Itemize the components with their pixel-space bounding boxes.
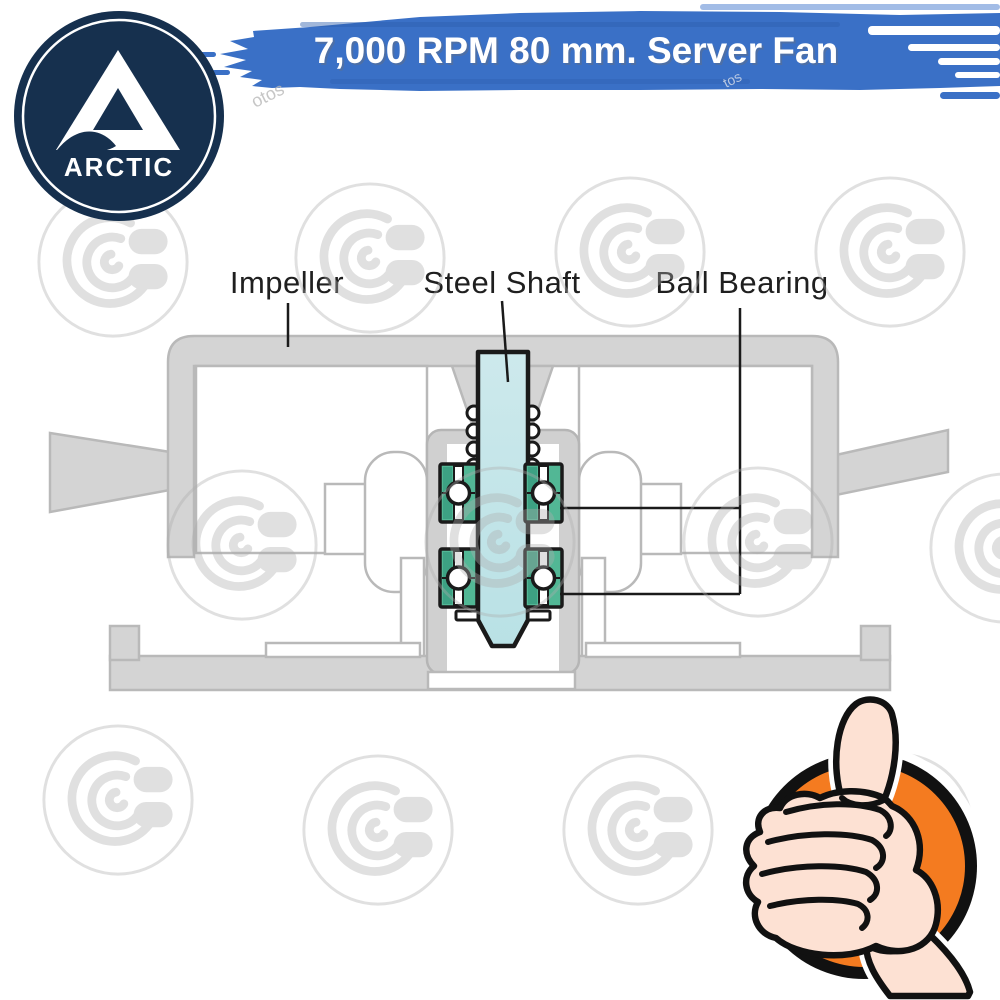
base-inset [426,670,577,691]
watermark-text-right: tos [720,68,744,91]
steel-shaft-leader-line [500,300,510,383]
frame-tab-left [108,624,141,662]
arctic-triangle-icon [56,50,180,153]
thumbs-up-badge [742,691,986,1000]
banner-title: 7,000 RPM 80 mm. Server Fan [314,30,838,71]
retainer-clip-right [526,609,552,622]
steel-shaft-label: Steel Shaft [423,265,580,300]
banner-brush-texture [200,4,1000,99]
stator-coil-left [323,482,369,556]
retainer-clip-left [454,609,480,622]
logo-ring [21,18,217,214]
fan-cross-section: Impeller Steel Shaft Ball Bearing [48,265,950,692]
ball-bearing-label: Ball Bearing [655,265,828,300]
thumbs-up-hand-icon [743,696,974,1000]
arctic-logo: ARCTIC [14,11,224,221]
leader-lines [286,300,742,596]
thumb [833,696,899,804]
frame-ledge-right [584,641,742,659]
ball-bearing-leader-line [560,308,742,596]
stator-coil-right [637,482,683,556]
banner-title-shadow: 7,000 RPM 80 mm. Server Fan [316,32,840,73]
right-blade [834,428,950,497]
logo-brand-text: ARCTIC [64,152,174,182]
frame-ledge-left [264,641,422,659]
title-banner: 7,000 RPM 80 mm. Server Fan 7,000 RPM 80… [200,4,1000,99]
left-blade [48,431,172,514]
frame-tab-right [859,624,892,662]
banner-brush-stroke [220,11,1000,91]
